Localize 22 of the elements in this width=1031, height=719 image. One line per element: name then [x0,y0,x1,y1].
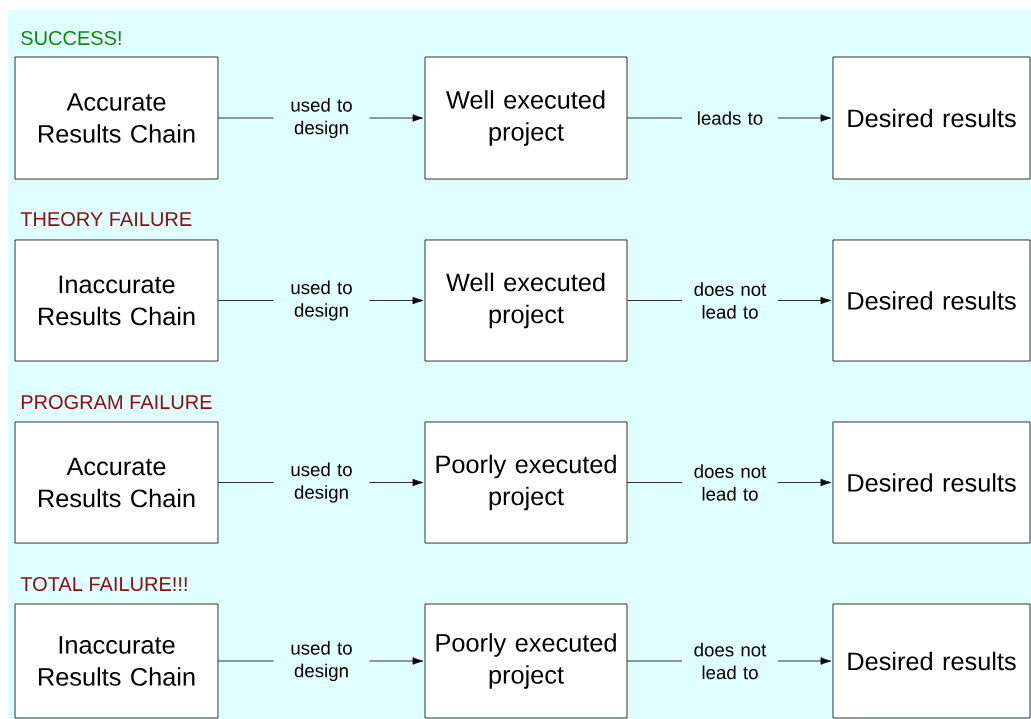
process-box: Poorly executed project [424,421,628,544]
edge-label: does not lead to [682,281,778,321]
process-box: Well executed project [424,239,628,362]
section-heading: THEORY FAILURE [20,211,192,227]
section-heading: PROGRAM FAILURE [21,394,212,410]
section-heading: TOTAL FAILURE!!! [20,576,187,592]
process-box: Accurate Results Chain [14,56,219,180]
edge-label: used to design [273,461,370,504]
edge-label: used to design [273,96,370,140]
process-box: Well executed project [424,56,628,180]
process-box: Desired results [832,239,1031,362]
edge-label: used to design [273,639,370,683]
process-box: Accurate Results Chain [14,421,219,544]
edge-label: used to design [273,279,370,322]
process-box: Inaccurate Results Chain [14,603,219,719]
process-box: Poorly executed project [424,603,628,719]
process-box: Inaccurate Results Chain [14,239,219,362]
process-box: Desired results [832,56,1031,180]
process-box: Desired results [832,421,1031,544]
process-box: Desired results [832,603,1031,719]
edge-label: does not lead to [682,641,778,681]
edge-label: does not lead to [682,463,778,503]
